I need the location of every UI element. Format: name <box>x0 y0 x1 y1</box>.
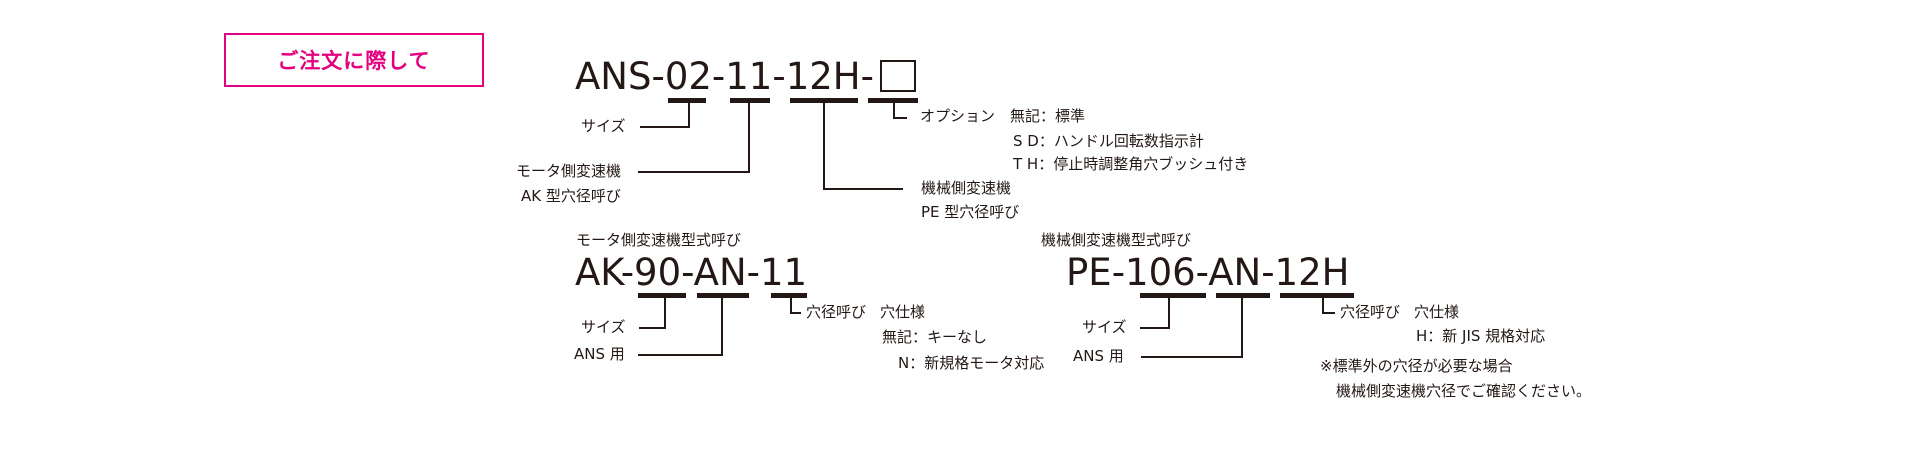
ak-ans-label: ANS 用 <box>574 345 625 363</box>
pe-model-code: PE-106-AN-12H <box>1066 251 1350 294</box>
size-underline <box>668 98 706 103</box>
ak-heading: モータ側変速機型式呼び <box>576 231 742 249</box>
ak-ans-underline <box>697 293 749 298</box>
option-connector-v <box>893 103 895 118</box>
pe-bore-spec-label: 穴仕様 <box>1414 303 1460 321</box>
motor-side-connector-h <box>638 171 750 173</box>
pe-new-jis-label: H：新 JIS 規格対応 <box>1416 327 1546 345</box>
pe-bore-connector-v <box>1322 298 1324 313</box>
option-title-label: オプション <box>920 107 996 125</box>
ak-size-underline <box>638 293 686 298</box>
ak-bore-connector-v <box>790 298 792 313</box>
pe-size-connector-v <box>1168 298 1170 328</box>
ak-model-code: AK-90-AN-11 <box>575 251 808 294</box>
machine-side-underline <box>790 98 858 103</box>
pe-note-line-2: 機械側変速機穴径でご確認ください。 <box>1336 382 1592 400</box>
ak-bore-underline <box>771 293 807 298</box>
machine-side-connector-h <box>823 188 903 190</box>
pe-ans-underline <box>1216 293 1270 298</box>
option-sd-label: S D：ハンドル回転数指示計 <box>1013 132 1204 150</box>
ak-new-motor-label: N：新規格モータ対応 <box>898 354 1045 372</box>
main-model-code: ANS-02-11-12H- <box>575 55 874 98</box>
ak-size-connector-h <box>639 327 666 329</box>
ak-size-label: サイズ <box>581 318 626 336</box>
pe-size-connector-h <box>1140 327 1170 329</box>
pe-ans-connector-v <box>1241 298 1243 357</box>
size-label: サイズ <box>581 117 626 135</box>
pe-ans-label: ANS 用 <box>1073 347 1124 365</box>
pe-ans-connector-h <box>1141 356 1243 358</box>
motor-side-bore-label: AK 型穴径呼び <box>521 187 621 205</box>
machine-side-connector-v <box>823 103 825 189</box>
ak-bore-connector-h <box>790 312 801 314</box>
motor-side-underline <box>730 98 770 103</box>
ak-bore-title-label: 穴径呼び <box>806 303 867 321</box>
ak-bore-spec-label: 穴仕様 <box>880 303 926 321</box>
pe-bore-title-label: 穴径呼び <box>1340 303 1401 321</box>
size-connector-h <box>640 126 690 128</box>
pe-note-line-1: ※標準外の穴径が必要な場合 <box>1320 357 1513 375</box>
ak-ans-connector-h <box>638 354 723 356</box>
pe-size-label: サイズ <box>1082 318 1127 336</box>
ak-ans-connector-v <box>721 298 723 355</box>
motor-side-connector-v <box>748 103 750 172</box>
pe-bore-underline <box>1280 293 1354 298</box>
option-th-label: T H：停止時調整角穴ブッシュ付き <box>1013 155 1249 173</box>
option-placeholder-box <box>880 60 916 92</box>
ak-no-key-label: 無記：キーなし <box>882 328 988 346</box>
option-underline <box>868 98 918 103</box>
ak-size-connector-v <box>664 298 666 328</box>
size-connector-v <box>688 103 690 127</box>
machine-side-label: 機械側変速機 <box>921 179 1012 197</box>
motor-side-label: モータ側変速機 <box>516 162 622 180</box>
pe-heading: 機械側変速機型式呼び <box>1041 231 1192 249</box>
option-connector-h <box>893 117 907 119</box>
option-standard-label: 無記：標準 <box>1010 107 1086 125</box>
pe-size-underline <box>1140 293 1206 298</box>
order-notes-badge: ご注文に際して <box>224 33 484 87</box>
machine-side-bore-label: PE 型穴径呼び <box>921 203 1020 221</box>
pe-bore-connector-h <box>1322 312 1335 314</box>
